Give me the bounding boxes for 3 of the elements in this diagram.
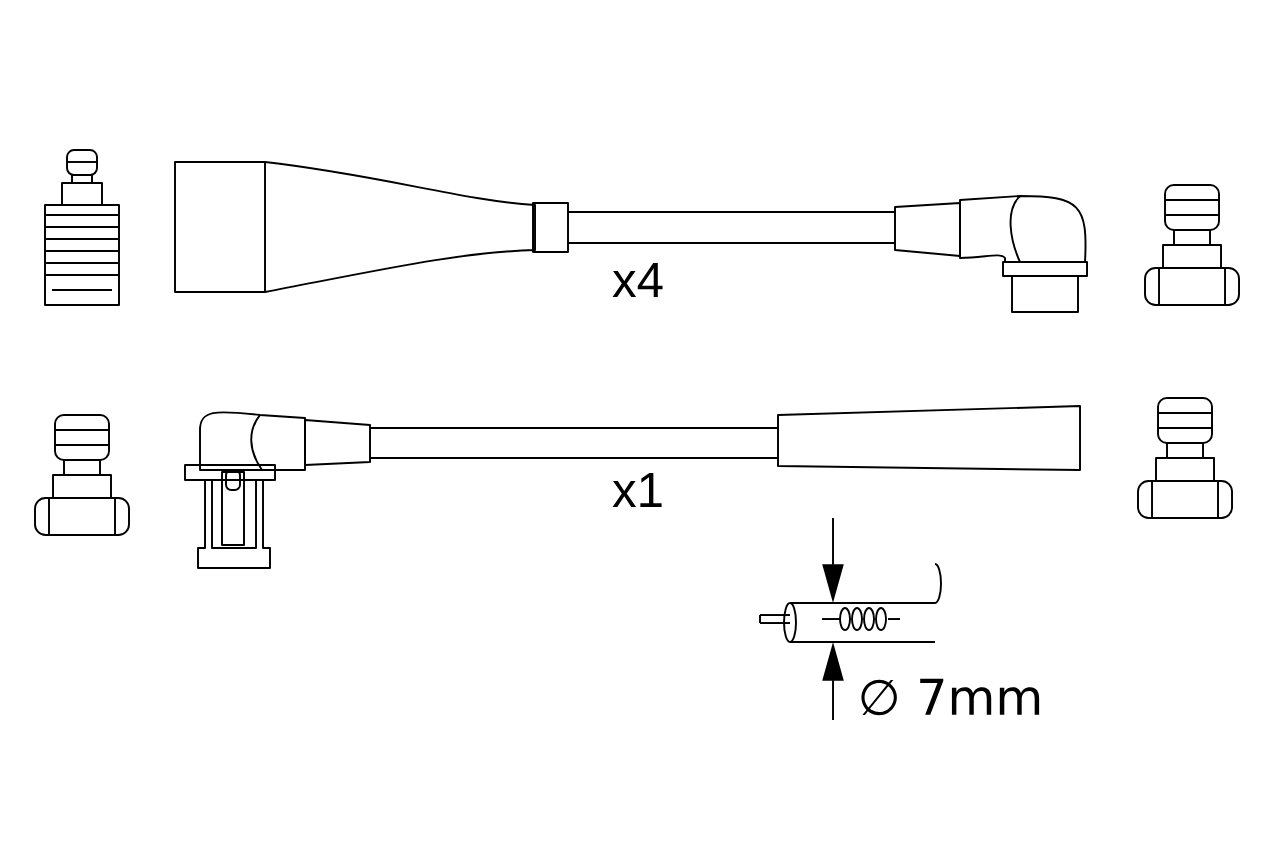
quantity-label: x4 [612, 263, 663, 297]
dimension-label: ∅ 7mm [861, 678, 1040, 716]
quantity-label: x1 [612, 473, 662, 507]
